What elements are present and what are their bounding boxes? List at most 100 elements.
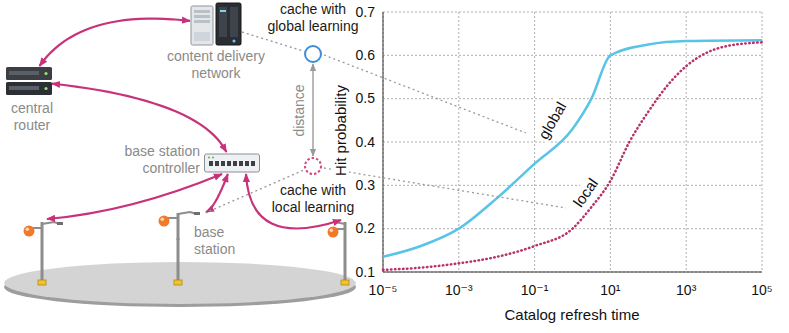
edge-label: distance xyxy=(291,82,308,138)
global-curve xyxy=(383,40,762,257)
grid-line xyxy=(383,12,762,13)
y-tick-label: 0.2 xyxy=(354,220,377,237)
label-anchor: 10⁻⁵ xyxy=(367,282,400,299)
node-label: base station controller xyxy=(116,143,200,177)
grid-line xyxy=(686,12,687,272)
label-anchor: 10⁻¹ xyxy=(519,282,551,299)
graphic-part xyxy=(337,228,345,230)
y-tick-label: 0.4 xyxy=(354,134,377,151)
graphic-part xyxy=(212,157,214,159)
base-station-right xyxy=(328,222,350,285)
graphic-part xyxy=(305,46,321,62)
x-tick-label: 10⁵ xyxy=(749,282,774,299)
label-anchor: 0.5 xyxy=(354,90,377,107)
graphic-part xyxy=(208,157,210,159)
graphic-part xyxy=(233,40,236,43)
graphic-part xyxy=(194,20,210,23)
curve-label: global xyxy=(534,97,571,144)
y-tick-label: 0.6 xyxy=(354,47,377,64)
node-label: central router xyxy=(4,100,60,134)
leader-line xyxy=(324,55,526,133)
label-anchor: 10⁻³ xyxy=(443,282,475,299)
label-anchor: local xyxy=(568,184,603,201)
local-curve xyxy=(383,42,762,270)
cache-circle-shape xyxy=(303,44,323,64)
label-anchor: global xyxy=(530,112,574,129)
cache-circle-shape xyxy=(303,156,323,176)
graphic-part xyxy=(216,3,241,45)
router-icon-shape xyxy=(6,66,52,96)
graphic-part xyxy=(220,10,226,12)
axis-title: Catalog refresh time xyxy=(502,306,641,323)
base-station-left xyxy=(24,222,64,285)
graphic-part xyxy=(194,32,210,41)
graphic-part xyxy=(330,229,334,233)
graphic-part xyxy=(159,216,170,227)
y-tick-label: 0.1 xyxy=(354,264,377,281)
label-anchor: 10³ xyxy=(674,282,698,299)
base-station-icon: base station xyxy=(150,210,244,258)
base-station-pole xyxy=(174,238,182,285)
label-anchor: 10¹ xyxy=(598,282,622,299)
graphic-part xyxy=(168,217,178,219)
graphic-part xyxy=(194,15,210,18)
axis-title: Hit probability xyxy=(332,83,349,178)
label-anchor: 0.3 xyxy=(354,177,377,194)
graphic-part xyxy=(57,222,63,225)
graphic-part xyxy=(239,161,243,166)
network-link xyxy=(206,174,228,212)
graphic-part xyxy=(9,71,39,75)
graphic-part xyxy=(26,228,30,232)
y-tick-label: 0.7 xyxy=(354,4,377,21)
label-anchor: 10⁵ xyxy=(749,282,774,299)
graphic-part xyxy=(341,280,349,285)
cache-circle: cache with global learning xyxy=(263,0,363,64)
axis-line xyxy=(383,12,762,272)
graphic-part xyxy=(215,161,219,166)
leader-line xyxy=(324,168,566,208)
chart xyxy=(383,12,762,272)
grid-line xyxy=(383,98,762,99)
grid-line xyxy=(534,12,535,272)
x-tick-label: 10¹ xyxy=(598,282,622,299)
curve-label: local xyxy=(568,173,602,211)
graphic-part xyxy=(194,10,210,13)
graphic-part xyxy=(205,154,260,172)
graphic-part xyxy=(230,7,238,37)
graphic-part xyxy=(251,161,255,166)
label-anchor: 0.1 xyxy=(354,264,377,281)
label-anchor: distance xyxy=(271,102,327,119)
controller-icon: base station controller xyxy=(116,142,260,177)
x-tick-label: 10⁻¹ xyxy=(519,282,551,299)
graphic-part xyxy=(227,161,231,166)
distance-arrow xyxy=(312,64,313,156)
label-anchor: 0.7 xyxy=(354,4,377,21)
node-label: cache with global learning xyxy=(263,1,363,35)
grid-line xyxy=(383,142,762,143)
grid-line xyxy=(383,55,762,56)
router-icon: central router xyxy=(4,66,60,134)
graphic-part xyxy=(209,161,213,166)
network-link xyxy=(52,84,226,152)
graphic-part xyxy=(4,262,356,304)
label-anchor: 0.6 xyxy=(354,47,377,64)
graphic-part xyxy=(219,7,227,37)
node-label: content delivery network xyxy=(160,48,272,82)
controller-icon-shape xyxy=(204,152,260,174)
graphic-part xyxy=(191,6,213,45)
node-label: cache with local learning xyxy=(266,182,360,216)
graphic-part xyxy=(161,218,165,222)
y-tick-label: 0.5 xyxy=(354,90,377,107)
label-anchor: 0.2 xyxy=(354,220,377,237)
graphic-part xyxy=(6,82,52,95)
graphic-part xyxy=(24,226,35,237)
graphic-part xyxy=(44,87,47,90)
graphic-part xyxy=(194,212,200,215)
graphic-part xyxy=(33,227,42,229)
wireless-link xyxy=(47,174,222,219)
graphic-part xyxy=(328,227,339,238)
label-anchor: 0.4 xyxy=(354,134,377,151)
graphic-part xyxy=(344,222,347,283)
grid-line xyxy=(383,185,762,186)
